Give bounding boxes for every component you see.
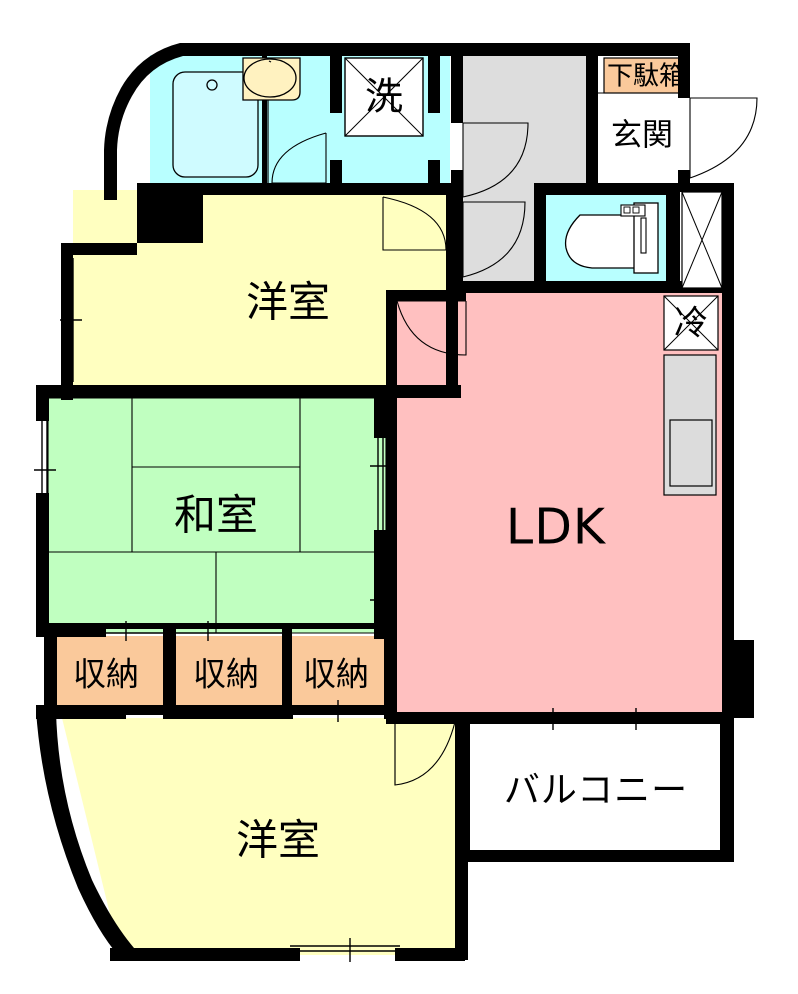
bathtub-fixture xyxy=(172,71,259,178)
ldk-door[interactable] xyxy=(396,300,467,356)
shoe-box-label: 下駄箱 xyxy=(607,62,685,92)
window-west-upper xyxy=(60,258,82,382)
shoe-box-fill xyxy=(604,58,688,93)
window-west-japanese xyxy=(34,418,56,625)
refrigerator-space: 冷 xyxy=(663,295,719,351)
pipe-shaft-box xyxy=(681,191,723,289)
entrance-hall-door[interactable] xyxy=(462,122,529,198)
window-western2-south xyxy=(290,938,400,962)
room-labels: 下駄箱 玄関 洋室 和室 LDK 収納 収納 収納 洋室 バルコニー xyxy=(73,62,688,865)
walls xyxy=(36,43,754,961)
ldk-label: LDK xyxy=(506,499,607,556)
western-room-2-label: 洋室 xyxy=(236,816,320,865)
entrance-label: 玄関 xyxy=(611,118,673,154)
closet-1-fill xyxy=(57,636,163,712)
toilet-fixture xyxy=(564,202,659,274)
closet-3-label: 収納 xyxy=(303,655,369,694)
vanity-sink-fixture xyxy=(242,57,301,183)
windows xyxy=(34,258,729,962)
arc-wall-bottom-left xyxy=(36,710,134,955)
japanese-room-label: 和室 xyxy=(174,491,258,540)
entrance-door[interactable] xyxy=(689,97,758,179)
washing-machine-box: 洗 xyxy=(344,57,424,137)
window-japanese-east xyxy=(370,402,392,626)
balcony-label: バルコニー xyxy=(504,770,688,811)
closet-2-label: 収納 xyxy=(193,655,259,694)
arc-wall-top-left xyxy=(104,43,183,200)
washroom-label: 洗 xyxy=(365,75,403,119)
washroom-door[interactable] xyxy=(462,201,526,278)
window-balcony-north xyxy=(466,708,726,730)
fridge-label: 冷 xyxy=(674,304,708,344)
door-swings[interactable] xyxy=(271,97,758,786)
balcony-fill xyxy=(470,722,725,857)
closet-2-fill xyxy=(176,636,282,712)
western-room-1-label: 洋室 xyxy=(246,278,330,327)
japanese-room-fill xyxy=(48,398,386,633)
tatami-grid xyxy=(47,397,387,634)
closet-3-fill xyxy=(292,636,384,712)
entrance-details xyxy=(598,57,689,94)
kitchen-counter-fixture xyxy=(663,354,717,496)
closet-1-label: 収納 xyxy=(73,655,139,694)
western-room-2-fill xyxy=(62,718,455,955)
fixtures: 洗 冷 xyxy=(172,57,723,496)
window-balcony-south xyxy=(466,851,726,858)
western2-door[interactable] xyxy=(394,721,456,786)
western1-door[interactable] xyxy=(382,196,447,251)
bath-door[interactable] xyxy=(271,132,327,184)
